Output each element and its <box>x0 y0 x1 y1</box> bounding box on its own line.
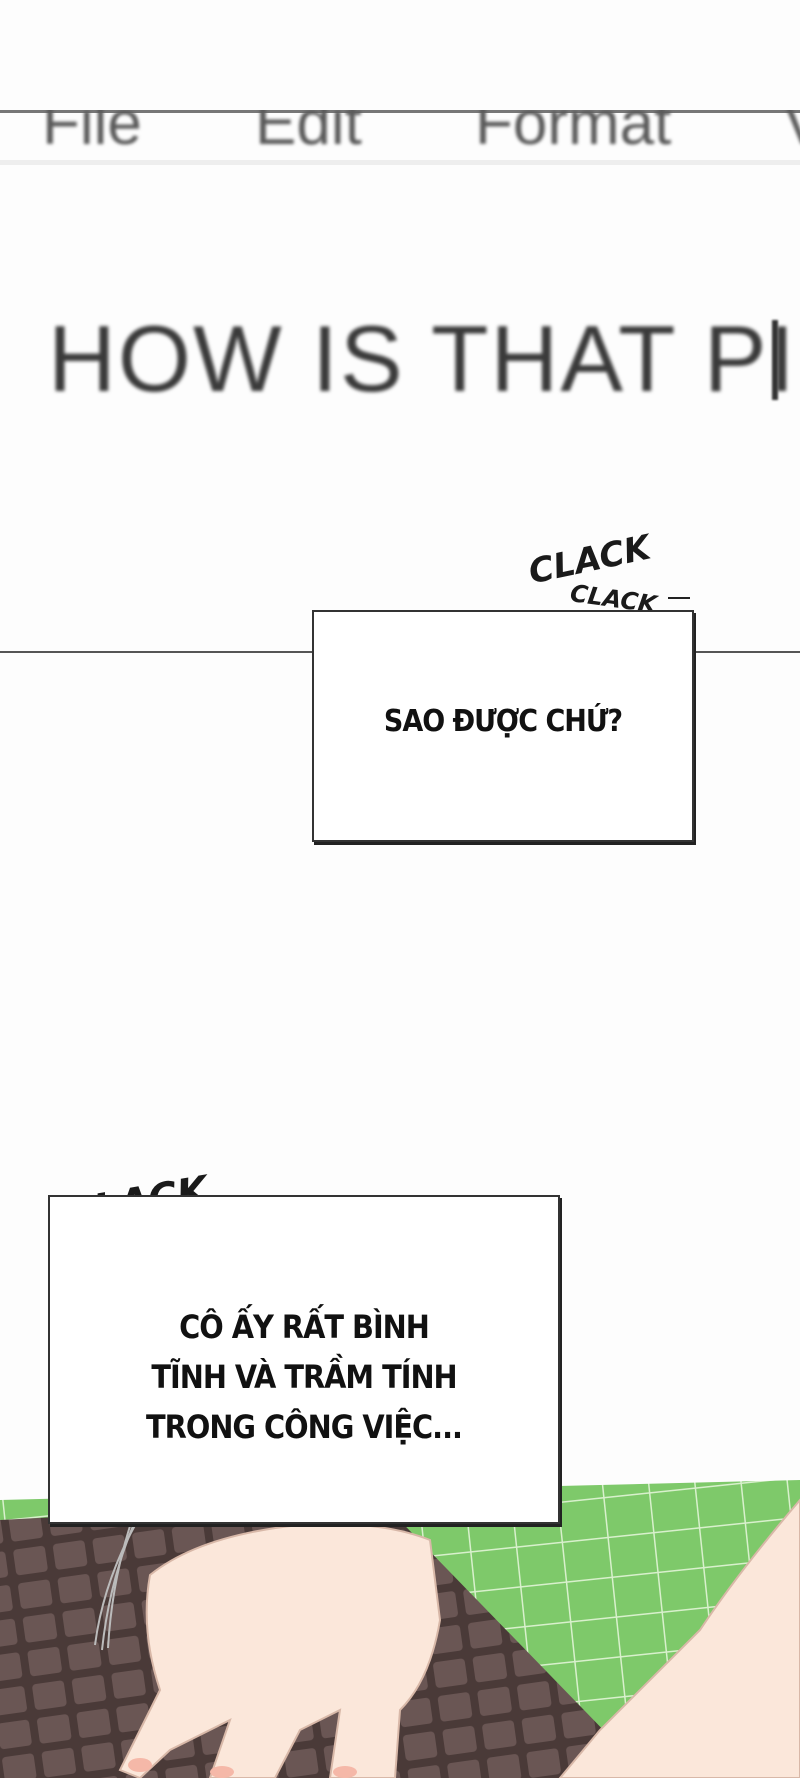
caption-1-text: SAO ĐƯỢC CHỨ? <box>383 704 623 739</box>
menu-bar-top-border <box>0 110 800 113</box>
fingernail-3 <box>333 1766 357 1778</box>
caption-box-1: SAO ĐƯỢC CHỨ? <box>312 610 694 842</box>
fingernail-1 <box>128 1758 152 1772</box>
caption-2-line-1: CÔ ẤY RẤT BÌNH <box>179 1308 430 1346</box>
text-cursor <box>772 320 778 400</box>
fingernail-2 <box>210 1766 234 1778</box>
caption-box-2: CÔ ẤY RẤT BÌNH TĨNH VÀ TRẦM TÍNH TRONG C… <box>48 1195 560 1524</box>
caption-2-line-3: TRONG CÔNG VIỆC... <box>146 1408 463 1446</box>
menu-item-edit[interactable]: Edit <box>255 110 362 158</box>
sfx-dash <box>668 597 690 599</box>
document-heading-text: HOW IS THAT PI <box>48 306 797 411</box>
caption-2-text: CÔ ẤY RẤT BÌNH TĨNH VÀ TRẦM TÍNH TRONG C… <box>50 1302 558 1452</box>
keyboard-hands-illustration <box>0 1480 800 1778</box>
menu-item-view[interactable]: V <box>783 110 800 159</box>
menu-item-file[interactable]: File <box>42 110 142 158</box>
caption-2-line-2: TĨNH VÀ TRẦM TÍNH <box>151 1358 457 1396</box>
menu-bar: File Edit Format V <box>0 110 800 165</box>
left-hand <box>118 1523 442 1778</box>
menu-item-format[interactable]: Format <box>475 110 672 158</box>
right-hand <box>558 1498 800 1778</box>
menu-bar-bottom-border <box>0 160 800 165</box>
